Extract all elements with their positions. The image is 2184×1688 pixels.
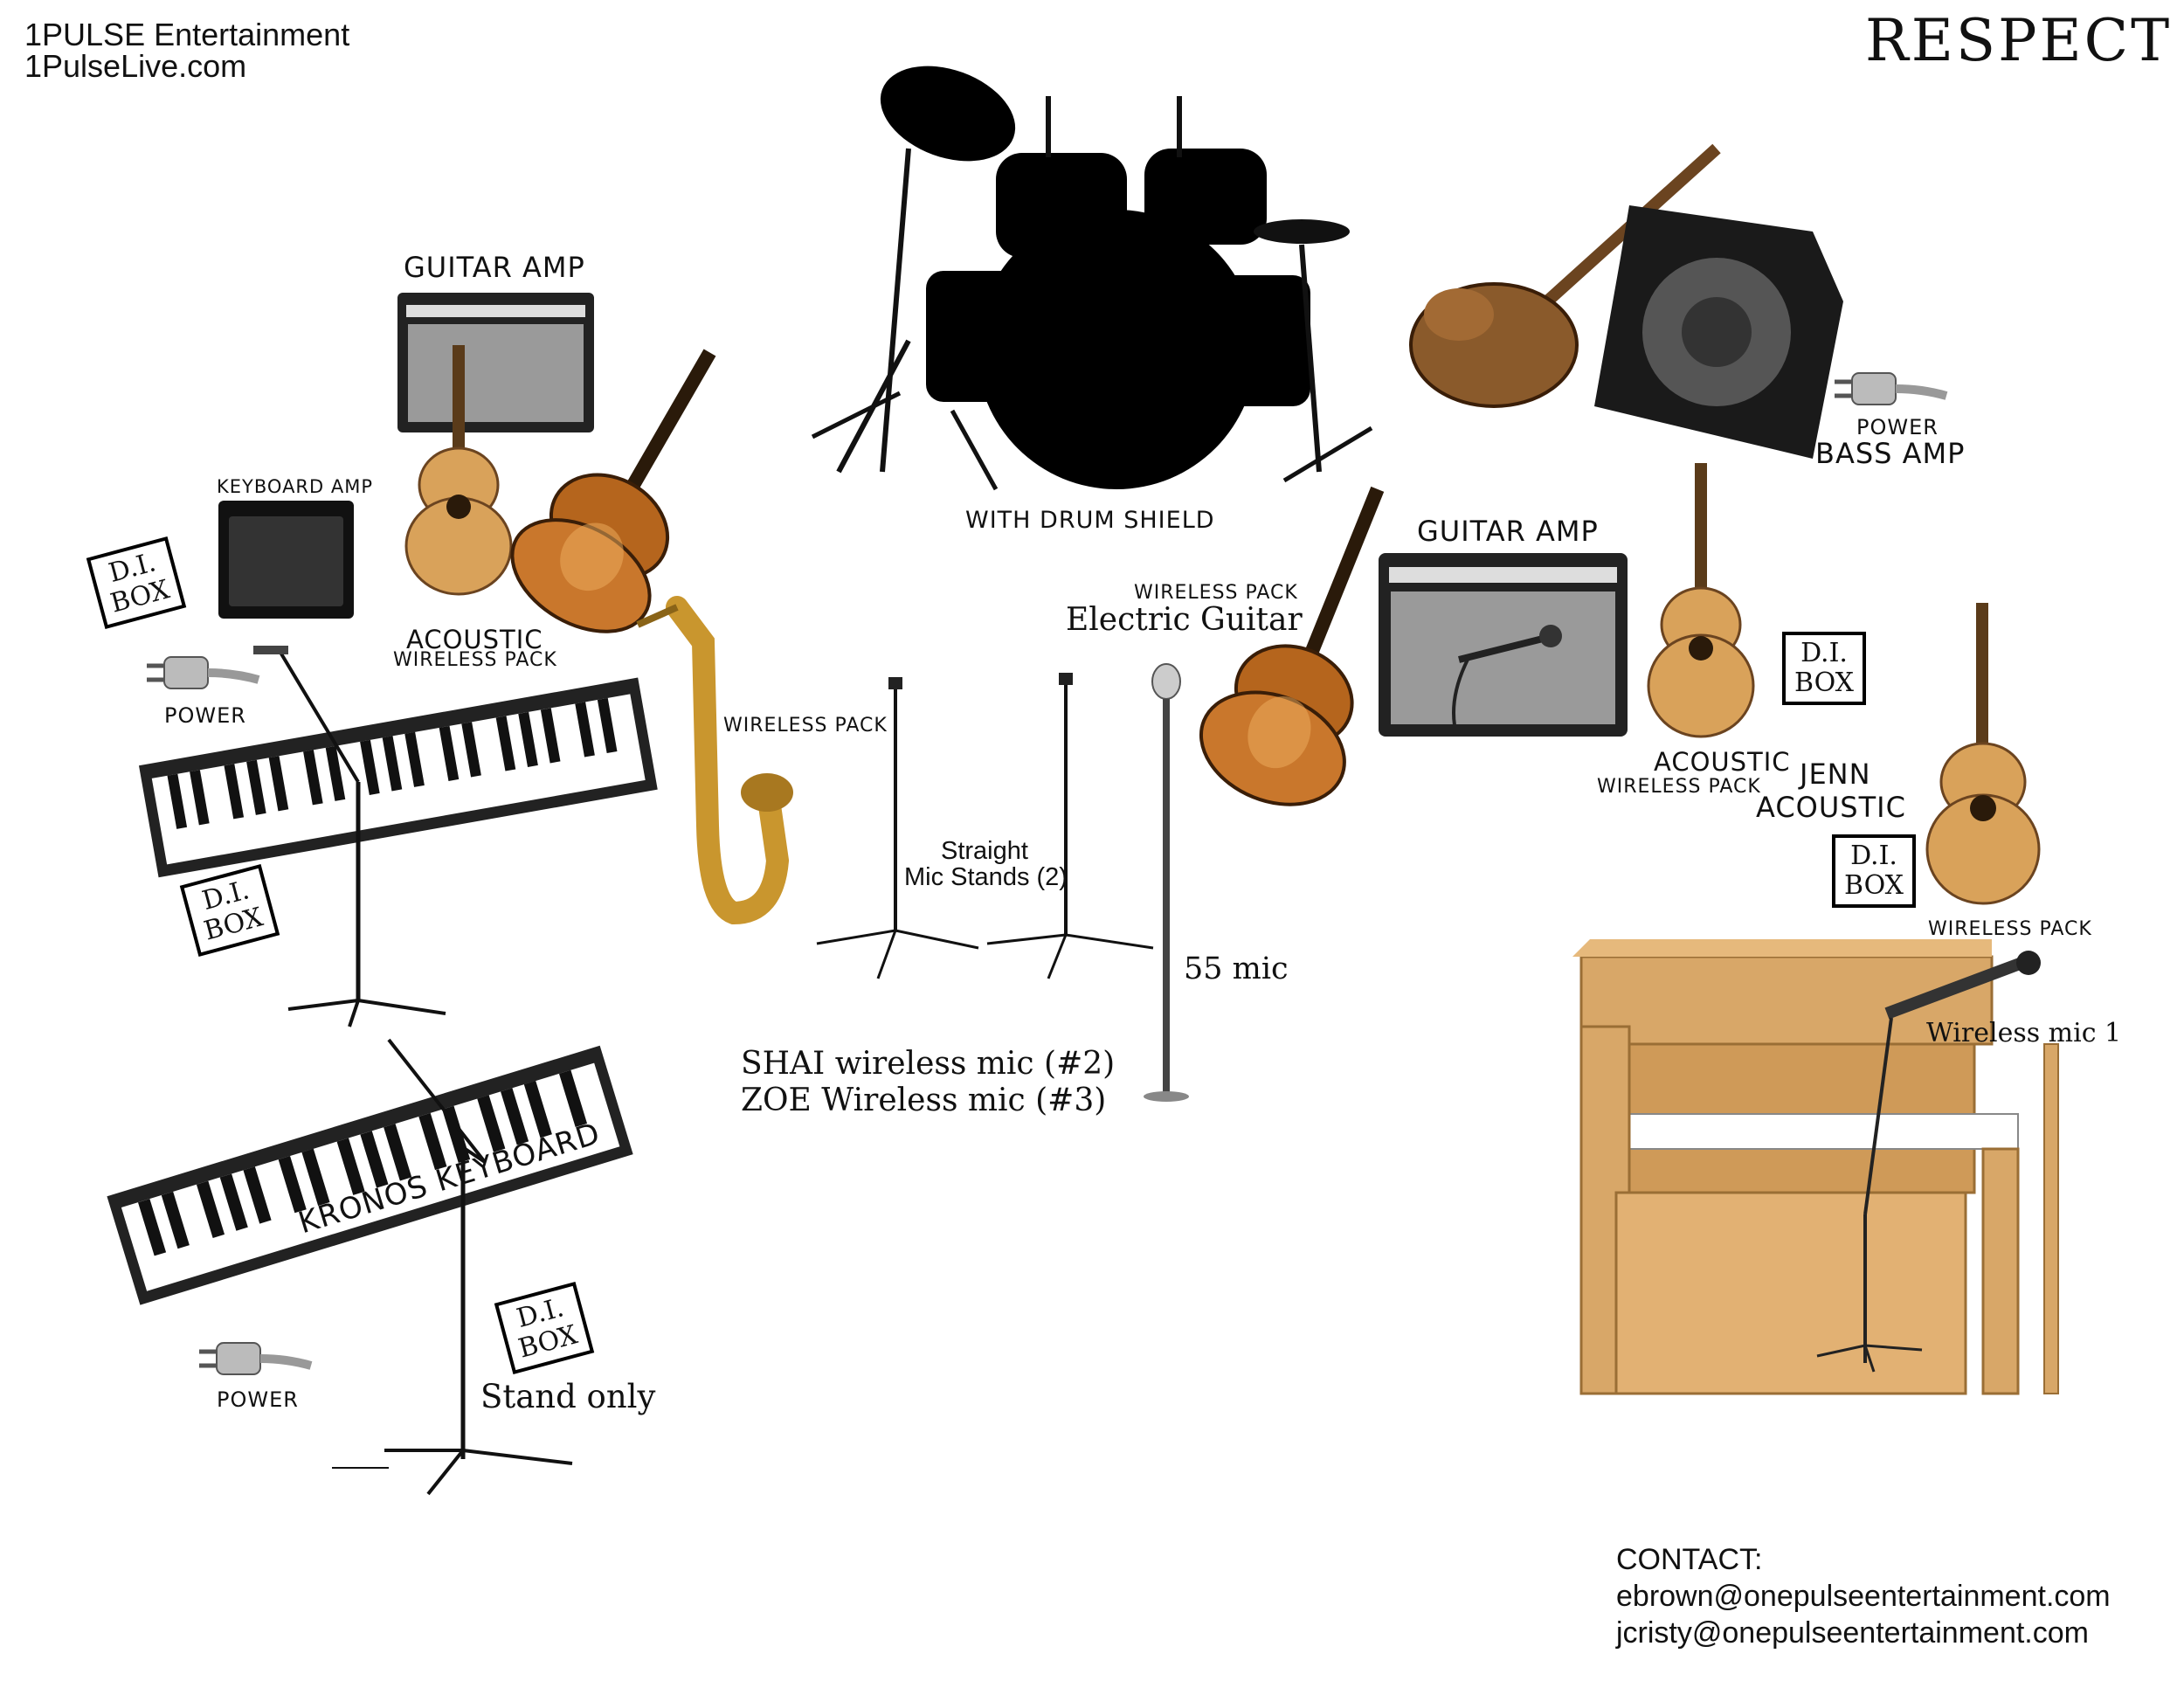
mic-55-label: 55 mic [1184,954,1289,985]
di-box-line1: D.I. [1794,639,1854,668]
guitar-amp-right-label: GUITAR AMP [1417,517,1599,545]
piano-mic-stand [1808,952,2044,1372]
electric-guitar-left [511,332,756,638]
zoe-mic-label: ZOE Wireless mic (#3) [741,1085,1106,1117]
acoustic-right-label: ACOUSTIC [1654,750,1791,775]
wireless-mic-1-label: Wireless mic 1 [1926,1020,2121,1047]
guitar-amp-left-label: GUITAR AMP [404,253,585,281]
mic-stands-label: Mic Stands (2) [904,865,1068,890]
amp-mic-right [1433,625,1572,730]
mic-stand-left-top [253,642,472,1027]
di-box-line2: BOX [1844,871,1904,901]
jenn-wireless-pack-label: WIRELESS PACK [1928,920,2092,939]
shai-mic-label: SHAI wireless mic (#2) [741,1048,1115,1080]
saxophone [629,598,791,944]
page-title: RESPECT [1865,12,2172,70]
power-plug-icon-bottom [199,1332,313,1385]
power-plug-icon-bass [1835,363,1948,415]
company-name: 1PULSE Entertainment [24,19,349,51]
power-bottom-label: POWER [217,1389,299,1410]
acoustic-guitar-right [1642,463,1760,743]
acoustic-guitar-left [402,345,515,598]
di-box-line2: BOX [1794,668,1854,698]
di-box-line1: D.I. [1844,841,1904,871]
bass-amp [1594,205,1848,459]
company-website: 1PulseLive.com [24,51,246,82]
drum-kit [760,61,1406,515]
straight-mic-stand-2 [952,673,1162,983]
contact-label: CONTACT: [1616,1545,1762,1574]
mic-55-stand [1140,664,1192,1105]
bass-amp-label: BASS AMP [1815,439,1965,467]
stand-only-label: Stand only [480,1380,655,1413]
boom-mic-stand-bottom [323,1031,612,1503]
di-box-jenn: D.I. BOX [1832,834,1916,908]
acoustic-guitar-jenn [1922,603,2044,913]
contact-email-1[interactable]: ebrown@onepulseentertainment.com [1616,1581,2111,1611]
di-box-right-top: D.I. BOX [1782,632,1866,705]
jenn-acoustic-label: ACOUSTIC [1756,793,1906,821]
power-bass-label: POWER [1856,417,1939,438]
wireless-pack-right-label: WIRELESS PACK [1597,778,1761,797]
keyboard-amp-label: KEYBOARD AMP [217,478,373,496]
di-box-left-top: D.I. BOX [86,536,186,629]
jenn-label: JENN [1800,760,1871,788]
drum-shield-label: WITH DRUM SHIELD [965,508,1215,532]
contact-email-2[interactable]: jcristy@onepulseentertainment.com [1616,1618,2089,1648]
straight-label: Straight [941,839,1028,864]
keyboard-amp [218,501,354,619]
